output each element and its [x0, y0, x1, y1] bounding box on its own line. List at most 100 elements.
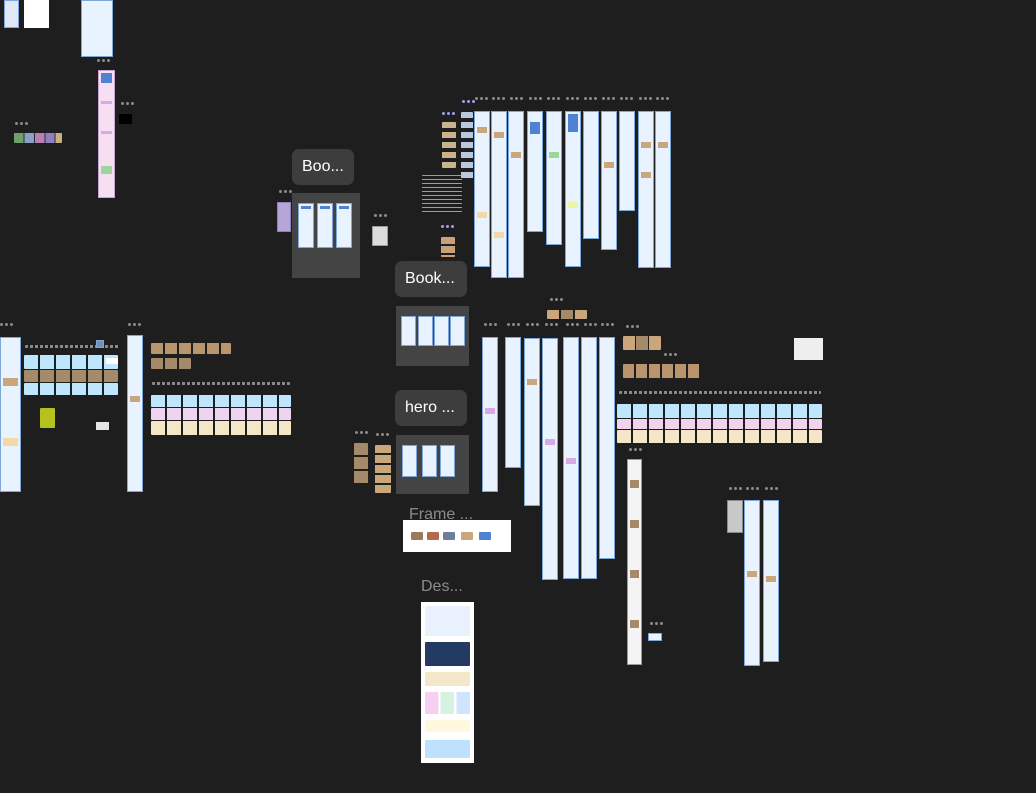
more-dots-icon[interactable] — [602, 97, 617, 100]
booking-screen-wide[interactable] — [450, 316, 465, 346]
more-dots-icon[interactable] — [0, 323, 15, 326]
avatar-row[interactable] — [14, 133, 62, 143]
frame-screen-mid[interactable] — [505, 337, 521, 468]
frame-screen-mid[interactable] — [563, 337, 579, 579]
frame-screen-top[interactable] — [508, 111, 524, 278]
hero-screen[interactable] — [422, 445, 437, 477]
section-label-frame[interactable]: Frame ... — [409, 506, 474, 523]
more-dots-icon[interactable] — [121, 102, 136, 105]
screen-grid-left[interactable] — [24, 383, 118, 395]
more-dots-icon[interactable] — [664, 353, 679, 356]
frame-screen-tall[interactable] — [744, 500, 760, 666]
frame-small-left[interactable] — [96, 340, 104, 348]
frame-screen-top[interactable] — [491, 111, 507, 278]
notes-text-block[interactable] — [422, 175, 462, 215]
frame-screen-top[interactable] — [655, 111, 671, 268]
booking-screen-wide[interactable] — [418, 316, 433, 346]
more-dots-icon[interactable] — [547, 97, 562, 100]
thumbnail-column[interactable] — [461, 112, 473, 182]
frame-screen-tall[interactable] — [627, 459, 642, 665]
section-label-design[interactable]: Des... — [421, 578, 463, 595]
thumbnail-row[interactable] — [547, 310, 587, 319]
hero-screen[interactable] — [402, 445, 417, 477]
screen-grid-row-1[interactable] — [151, 395, 291, 407]
more-dots-icon[interactable] — [475, 97, 490, 100]
frame-screen-top[interactable] — [619, 111, 635, 211]
section-booking-2[interactable] — [396, 306, 469, 366]
more-dots-icon[interactable] — [626, 325, 641, 328]
more-dots-icon[interactable] — [656, 97, 671, 100]
more-dots-icon[interactable] — [765, 487, 780, 490]
hero-screen[interactable] — [440, 445, 455, 477]
screen-grid-row-1[interactable] — [617, 404, 822, 418]
more-dots-icon[interactable] — [355, 431, 370, 434]
thumbnail-column[interactable] — [375, 445, 391, 493]
more-dots-icon[interactable] — [650, 622, 665, 625]
more-dots-icon[interactable] — [729, 487, 744, 490]
more-dots-icon[interactable] — [746, 487, 761, 490]
more-dots-icon[interactable] — [584, 323, 599, 326]
frame-screen-left[interactable] — [127, 335, 143, 492]
screen-grid-row-3[interactable] — [617, 430, 822, 443]
frame-list-small[interactable] — [372, 226, 388, 246]
thumbnail-grid[interactable] — [623, 336, 661, 350]
frame-screen-top[interactable] — [601, 111, 617, 250]
more-dots-icon[interactable] — [484, 323, 499, 326]
booking-screen-3[interactable] — [336, 203, 352, 248]
frame-black-square[interactable] — [119, 114, 132, 124]
frame-purple-small[interactable] — [277, 202, 291, 232]
frame-screen-mid[interactable] — [482, 337, 498, 492]
frame-screen-top[interactable] — [638, 111, 654, 268]
frame-top-column[interactable] — [81, 0, 113, 57]
thumbnail-column[interactable] — [354, 443, 368, 485]
more-dots-icon[interactable] — [566, 323, 581, 326]
frame-top-left-a[interactable] — [4, 0, 19, 28]
more-dots-icon[interactable] — [492, 97, 507, 100]
thumbnail-row[interactable] — [151, 343, 231, 354]
screen-grid-row-2[interactable] — [151, 408, 291, 420]
more-dots-icon[interactable] — [15, 122, 30, 125]
dots-row[interactable] — [152, 382, 290, 385]
screen-grid-row-2[interactable] — [617, 419, 822, 429]
more-dots-icon[interactable] — [601, 323, 616, 326]
screen-grid-left[interactable] — [24, 370, 118, 382]
screen-grid-row-3[interactable] — [151, 421, 291, 435]
more-dots-icon[interactable] — [97, 59, 112, 62]
thumbnail-row[interactable] — [623, 364, 701, 378]
frame-top-left-white[interactable] — [24, 0, 49, 28]
frame-screen-tall[interactable] — [727, 500, 743, 533]
dots-row[interactable] — [25, 345, 120, 348]
frame-screen-top[interactable] — [474, 111, 490, 267]
screen-grid-left[interactable] — [24, 355, 118, 369]
more-dots-icon[interactable] — [620, 97, 635, 100]
frame-screen-top[interactable] — [527, 111, 543, 232]
frame-screen-top[interactable] — [583, 111, 599, 239]
frame-small-white[interactable] — [794, 338, 823, 360]
section-label-hero[interactable]: hero ... — [395, 390, 467, 426]
thumbnail-row[interactable] — [151, 358, 191, 369]
more-dots-icon[interactable] — [550, 298, 565, 301]
more-dots-icon[interactable] — [374, 214, 389, 217]
section-label-booking-2[interactable]: Book... — [395, 261, 467, 297]
booking-screen-1[interactable] — [298, 203, 314, 248]
more-dots-icon[interactable] — [526, 323, 541, 326]
booking-screen-wide[interactable] — [401, 316, 416, 346]
thumbnail-column[interactable] — [441, 237, 455, 257]
design-page[interactable] — [421, 602, 474, 763]
more-dots-icon[interactable] — [639, 97, 654, 100]
dots-row[interactable] — [619, 391, 821, 394]
frame-tiny[interactable] — [648, 633, 662, 641]
frame-screen-mid[interactable] — [599, 337, 615, 559]
frame-screen-mid[interactable] — [542, 338, 558, 580]
more-dots-icon[interactable] — [442, 112, 457, 115]
more-dots-icon[interactable] — [584, 97, 599, 100]
more-dots-icon[interactable] — [629, 448, 644, 451]
frame-screen-mid[interactable] — [524, 338, 540, 506]
more-dots-icon[interactable] — [376, 433, 391, 436]
booking-screen-wide[interactable] — [434, 316, 449, 346]
frame-small-left-white[interactable] — [106, 358, 118, 364]
more-dots-icon[interactable] — [529, 97, 544, 100]
section-booking-1[interactable] — [292, 193, 360, 278]
frame-strip[interactable] — [403, 520, 511, 552]
